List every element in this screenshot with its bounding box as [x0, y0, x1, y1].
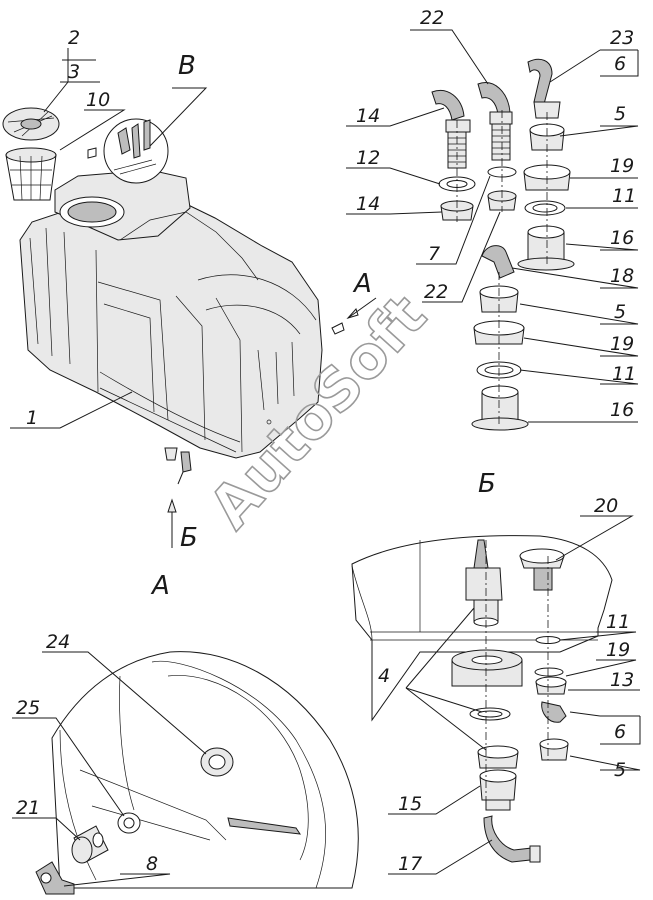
callout-11-mid: 11 — [612, 363, 636, 385]
callout-16-top: 16 — [610, 227, 634, 249]
callout-14-bottom: 14 — [356, 193, 380, 215]
callout-16-bottom: 16 — [610, 399, 634, 421]
callout-10: 10 — [86, 89, 110, 111]
callout-23: 23 — [610, 27, 634, 49]
callout-24: 24 — [46, 631, 70, 653]
callout-14-top: 14 — [356, 105, 380, 127]
callout-19-detail: 19 — [606, 639, 630, 661]
view-label-a: А — [150, 571, 170, 601]
callout-4: 4 — [378, 665, 390, 687]
callout-1: 1 — [26, 407, 38, 429]
bottom-outlet-detail — [351, 515, 641, 875]
callout-6-detail: 6 — [614, 721, 626, 743]
callout-18: 18 — [610, 265, 634, 287]
callout-3: 3 — [68, 61, 80, 83]
view-label-b-arrow: Б — [180, 523, 198, 553]
callout-21: 21 — [16, 797, 40, 819]
callout-7: 7 — [428, 243, 440, 265]
callout-5-top: 5 — [614, 103, 626, 125]
view-label-b-inset: В — [178, 51, 196, 81]
callout-5-detail: 5 — [614, 759, 626, 781]
view-label-b: Б — [478, 469, 496, 499]
view-label-a-arrow: А — [352, 269, 372, 299]
view-a-drain-detail — [12, 651, 359, 895]
callout-2: 2 — [68, 27, 80, 49]
callout-11-top: 11 — [612, 185, 636, 207]
callout-15: 15 — [398, 793, 422, 815]
callout-22-top: 22 — [420, 7, 444, 29]
callout-5-mid: 5 — [614, 301, 626, 323]
tank-assembly — [2, 48, 377, 548]
callout-11-detail: 11 — [606, 611, 630, 633]
callout-25: 25 — [16, 697, 40, 719]
callout-22-bottom: 22 — [424, 281, 448, 303]
callout-12: 12 — [356, 147, 380, 169]
view-b-exploded-fittings — [346, 29, 639, 431]
callout-13: 13 — [610, 669, 634, 691]
callout-19-mid: 19 — [610, 333, 634, 355]
callout-8: 8 — [146, 853, 158, 875]
callout-20: 20 — [594, 495, 618, 517]
callout-19-top: 19 — [610, 155, 634, 177]
callout-6-top: 6 — [614, 53, 626, 75]
callout-17: 17 — [398, 853, 422, 875]
